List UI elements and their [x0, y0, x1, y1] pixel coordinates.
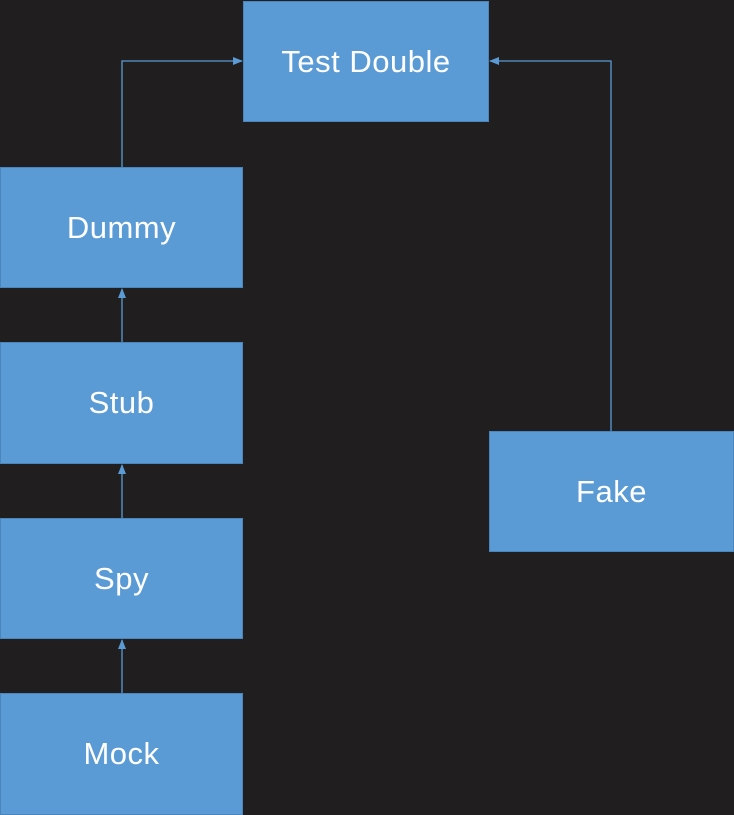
node-mock-label: Mock	[83, 736, 160, 771]
node-fake: Fake	[489, 431, 734, 552]
edge-dummy-to-test-double	[121, 57, 243, 167]
node-dummy-label: Dummy	[66, 209, 177, 245]
node-fake-label: Fake	[576, 473, 647, 509]
edge-fake-to-test-double	[489, 57, 612, 431]
node-test-double-label: Test Double	[281, 43, 451, 79]
node-stub: Stub	[0, 342, 243, 464]
node-stub-label: Stub	[88, 385, 155, 420]
node-test-double: Test Double	[243, 1, 489, 122]
node-dummy: Dummy	[0, 167, 243, 288]
node-spy-label: Spy	[94, 560, 149, 596]
node-spy: Spy	[0, 518, 243, 639]
node-mock: Mock	[0, 693, 243, 815]
